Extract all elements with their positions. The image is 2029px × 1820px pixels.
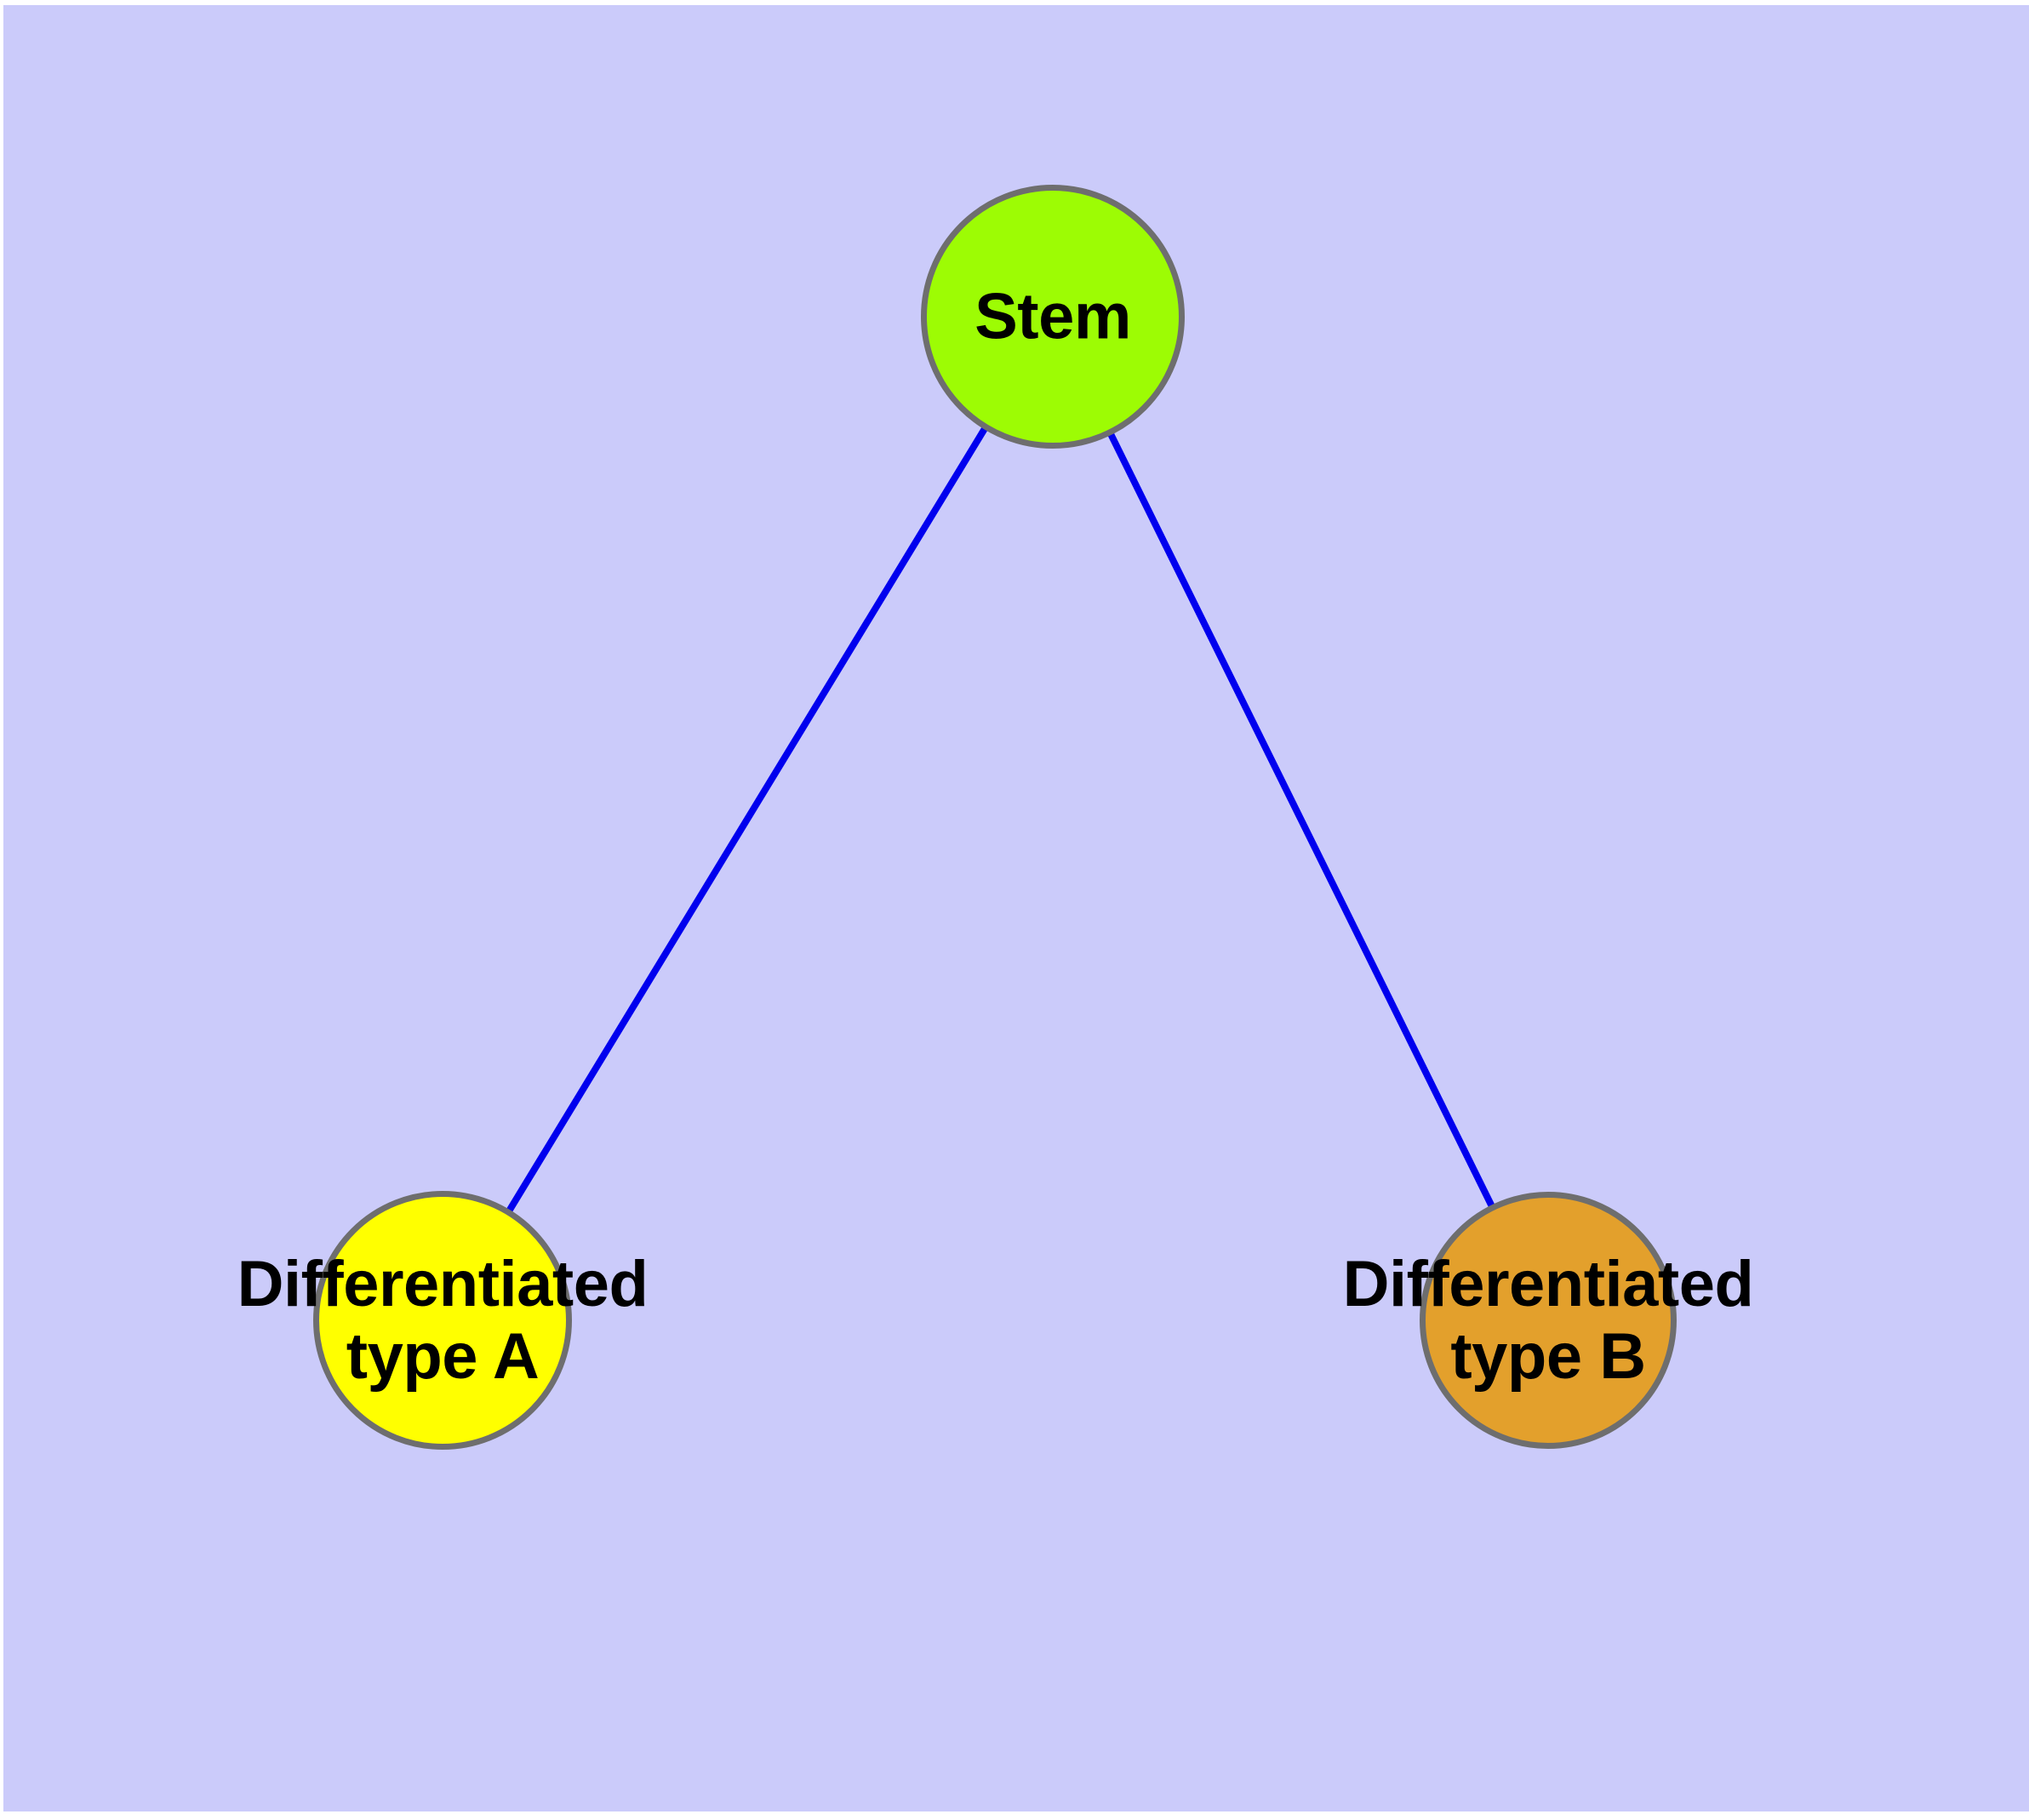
edge-layer: [505, 424, 1496, 1215]
node-differentiated-type-a[interactable]: Differentiated type A: [237, 1191, 649, 1450]
diagram-plot-area: Stem Differentiated type A Differentiate…: [3, 5, 2029, 1811]
edge-stem-to-diff-a: [505, 424, 989, 1215]
node-stem-label: Stem: [974, 280, 1131, 353]
edge-stem-to-diff-b: [1106, 430, 1496, 1210]
node-stem[interactable]: Stem: [921, 185, 1185, 449]
node-differentiated-type-b[interactable]: Differentiated type B: [1343, 1192, 1754, 1449]
